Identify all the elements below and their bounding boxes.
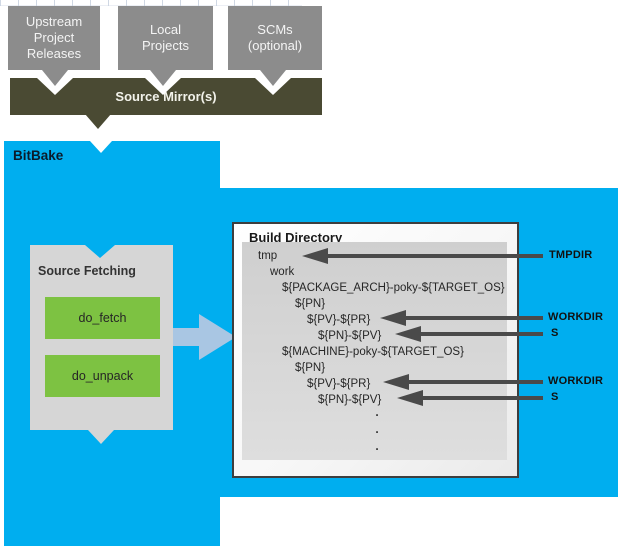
tmpdir-arrow-left-icon xyxy=(302,248,328,264)
flow-arrow-shaft xyxy=(173,328,201,346)
do-fetch-task-box: do_fetch xyxy=(45,297,160,339)
workdir-arrow-left-icon xyxy=(380,310,406,326)
bitbake-label: BitBake xyxy=(13,148,64,163)
do-unpack-label: do_unpack xyxy=(71,369,134,383)
s-arrow-shaft xyxy=(419,332,543,336)
s-label: S xyxy=(551,327,559,339)
s-arrow-shaft xyxy=(421,396,543,400)
scms-box: SCMs (optional) xyxy=(228,6,322,70)
connector-tail-icon xyxy=(260,70,286,86)
connector-tail-icon xyxy=(150,70,176,86)
workdir-arrow-shaft xyxy=(404,316,543,320)
workdir-arrow-left-icon xyxy=(383,374,409,390)
tree-item-pv-pr: ${PV}-${PR} xyxy=(307,314,371,326)
local-box-line: Projects xyxy=(142,38,189,53)
mirror-tail-icon xyxy=(85,114,111,129)
upstream-box-line: Releases xyxy=(26,46,82,61)
upstream-box-line: Project xyxy=(33,30,75,45)
tmpdir-arrow-shaft xyxy=(326,254,543,258)
local-box-line: Local xyxy=(149,22,182,37)
scms-box-line: (optional) xyxy=(247,38,303,53)
tree-item-pn: ${PN} xyxy=(295,298,326,310)
workdir-arrow-shaft xyxy=(407,380,543,384)
build-directory-box: Build Directory tmp work ${PACKAGE_ARCH}… xyxy=(232,222,519,478)
flow-arrow-right-icon xyxy=(199,314,236,360)
fetch-box-tail-icon xyxy=(88,430,114,444)
build-directory-tree: tmp work ${PACKAGE_ARCH}-poky-${TARGET_O… xyxy=(242,242,507,460)
build-directory-title: Build Directory xyxy=(249,230,343,245)
bitbake-region-top xyxy=(4,141,220,188)
source-fetching-title: Source Fetching xyxy=(38,264,136,278)
s-label: S xyxy=(551,391,559,403)
ellipsis-dot: . xyxy=(375,405,379,419)
ellipsis-dot: . xyxy=(375,422,379,436)
connector-tail-icon xyxy=(42,70,68,86)
ellipsis-dot: . xyxy=(375,439,379,453)
tree-item-pv-pr: ${PV}-${PR} xyxy=(307,378,371,390)
do-fetch-label: do_fetch xyxy=(78,311,127,325)
upstream-box-line: Upstream xyxy=(25,14,83,29)
tree-item-tmp: tmp xyxy=(258,250,278,262)
s-arrow-left-icon xyxy=(395,326,421,342)
workdir-label: WORKDIR xyxy=(548,375,604,387)
local-projects-box: Local Projects xyxy=(118,6,213,70)
source-mirror-label: Source Mirror(s) xyxy=(115,89,217,104)
tmpdir-label: TMPDIR xyxy=(549,249,593,261)
tree-item-pn-pv: ${PN}-${PV} xyxy=(318,394,382,406)
tree-item-pn: ${PN} xyxy=(295,362,326,374)
tree-item-package-arch: ${PACKAGE_ARCH}-poky-${TARGET_OS} xyxy=(282,282,505,294)
do-unpack-task-box: do_unpack xyxy=(45,355,160,397)
tree-item-machine: ${MACHINE}-poky-${TARGET_OS} xyxy=(282,346,464,358)
upstream-project-releases-box: Upstream Project Releases xyxy=(8,6,100,70)
bitbake-region-bottom xyxy=(4,497,220,546)
workdir-label: WORKDIR xyxy=(548,311,604,323)
ruler-ticks xyxy=(0,0,302,6)
tree-item-pn-pv: ${PN}-${PV} xyxy=(318,330,382,342)
s-arrow-left-icon xyxy=(397,390,423,406)
tree-item-work: work xyxy=(270,266,295,278)
scms-box-line: SCMs xyxy=(257,22,293,37)
